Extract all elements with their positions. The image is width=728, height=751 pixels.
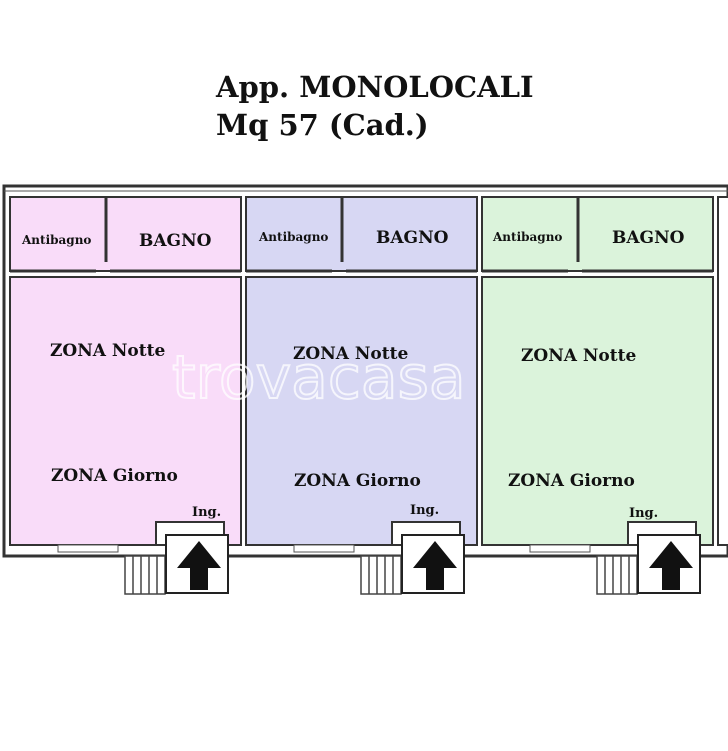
unit-2-label-notte: ZONA Notte [293,344,408,364]
unit-1-entry-arrow-icon [177,541,221,590]
unit-1-label-ingresso: Ing. [192,505,221,520]
plan-title: App. MONOLOCALI Mq 57 (Cad.) [216,68,534,144]
title-line-1: App. MONOLOCALI [216,70,534,104]
unit-1-bath-block [9,196,242,272]
unit-2-bath-block [245,196,478,272]
unit-1-label-bagno: BAGNO [139,231,212,251]
unit-2-label-ingresso: Ing. [410,503,439,518]
unit-3-label-notte: ZONA Notte [521,346,636,366]
unit-1-window [57,544,119,553]
unit-1-stairs [124,555,166,595]
unit-3-label-ingresso: Ing. [629,506,658,521]
next-unit-edge [717,196,728,546]
unit-2-label-antibagno: Antibagno [258,230,328,244]
watermark: trovacasa [172,343,466,413]
unit-1-label-giorno: ZONA Giorno [51,466,178,486]
unit-2-label-giorno: ZONA Giorno [294,471,421,491]
unit-3-label-giorno: ZONA Giorno [508,471,635,491]
unit-2-label-bagno: BAGNO [376,228,449,248]
unit-1-label-notte: ZONA Notte [50,341,165,361]
unit-3-label-antibagno: Antibagno [492,230,562,244]
unit-2-main-room [245,276,478,546]
unit-2-window [293,544,355,553]
unit-2-entry-arrow-icon [413,541,457,590]
unit-1-label-antibagno: Antibagno [21,233,91,247]
unit-3-stairs [596,555,638,595]
unit-3-entry-arrow-icon [649,541,693,590]
unit-3-window [529,544,591,553]
unit-2-stairs [360,555,402,595]
title-line-2: Mq 57 (Cad.) [216,108,429,142]
unit-3-label-bagno: BAGNO [612,228,685,248]
unit-3-bath-block [481,196,714,272]
unit-1-main-room [9,276,242,546]
unit-3-main-room [481,276,714,546]
